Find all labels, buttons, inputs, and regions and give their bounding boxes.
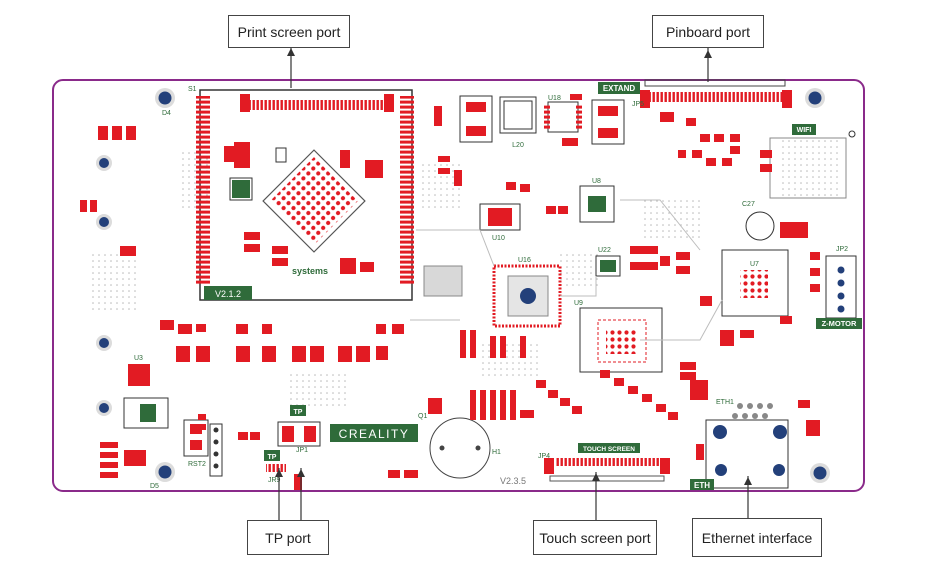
u3-label: U3 xyxy=(134,355,143,362)
d5-label: D5 xyxy=(150,483,159,490)
buzzer xyxy=(429,417,491,479)
touch-screen-connector: TOUCH SCREEN JP4 xyxy=(538,443,670,482)
callout-pinboard-port: Pinboard port xyxy=(652,15,764,48)
wifi-label: WIFI xyxy=(797,127,812,134)
touch-screen-label: TOUCH SCREEN xyxy=(583,446,635,453)
jp1-label: JP1 xyxy=(296,447,308,454)
u8-label: U8 xyxy=(592,178,601,185)
u7-label: U7 xyxy=(750,261,759,268)
callout-tp-port: TP port xyxy=(247,520,329,555)
callout-touch-screen-port: Touch screen port xyxy=(533,520,657,555)
eth1-label: ETH1 xyxy=(716,399,734,406)
eth-label: ETH xyxy=(694,481,710,490)
core-brand-label: systems xyxy=(292,266,328,276)
mounting-holes xyxy=(96,88,830,483)
callout-ethernet-interface: Ethernet interface xyxy=(692,518,822,557)
h1-label: H1 xyxy=(492,449,501,456)
l20-label: L20 xyxy=(512,142,524,149)
z-motor-label: Z-MOTOR xyxy=(822,319,857,328)
s1-label: S1 xyxy=(188,86,197,93)
core-module: V2.1.2 systems xyxy=(196,89,414,301)
extand-label: EXTAND xyxy=(603,84,636,93)
d4-label: D4 xyxy=(162,110,171,117)
u22-label: U22 xyxy=(598,247,611,254)
callout-print-screen-port: Print screen port xyxy=(228,15,350,48)
callout-arrows xyxy=(275,46,752,522)
jr9-label: JR9 xyxy=(268,477,281,484)
center-mcu: U16 xyxy=(492,257,562,328)
q1-label: Q1 xyxy=(418,413,427,420)
tp-label-bottom: TP xyxy=(268,454,277,461)
u16-label: U16 xyxy=(518,257,531,264)
smd-components xyxy=(80,94,820,478)
traces xyxy=(410,199,723,341)
jp2-label: JP2 xyxy=(836,246,848,253)
u9-label: U9 xyxy=(574,300,583,307)
creality-logo: CREALITY xyxy=(330,424,418,442)
jp4-label: JP4 xyxy=(538,453,550,460)
z-motor-connector: JP2 Z-MOTOR xyxy=(816,246,862,329)
ethernet-jack: ETH1 ETH xyxy=(690,399,789,490)
board-version: V2.3.5 xyxy=(500,476,526,486)
rst2-label: RST2 xyxy=(188,461,206,468)
u18-label: U18 xyxy=(548,95,561,102)
u10-label: U10 xyxy=(492,235,505,242)
c27-label: C27 xyxy=(742,201,755,208)
core-version-label: V2.1.2 xyxy=(215,289,241,299)
tp-label-top: TP xyxy=(294,409,303,416)
brand-text: CREALITY xyxy=(339,427,410,441)
extand-connector: EXTAND JP5 xyxy=(598,79,792,108)
jp5-label: JP5 xyxy=(632,101,644,108)
